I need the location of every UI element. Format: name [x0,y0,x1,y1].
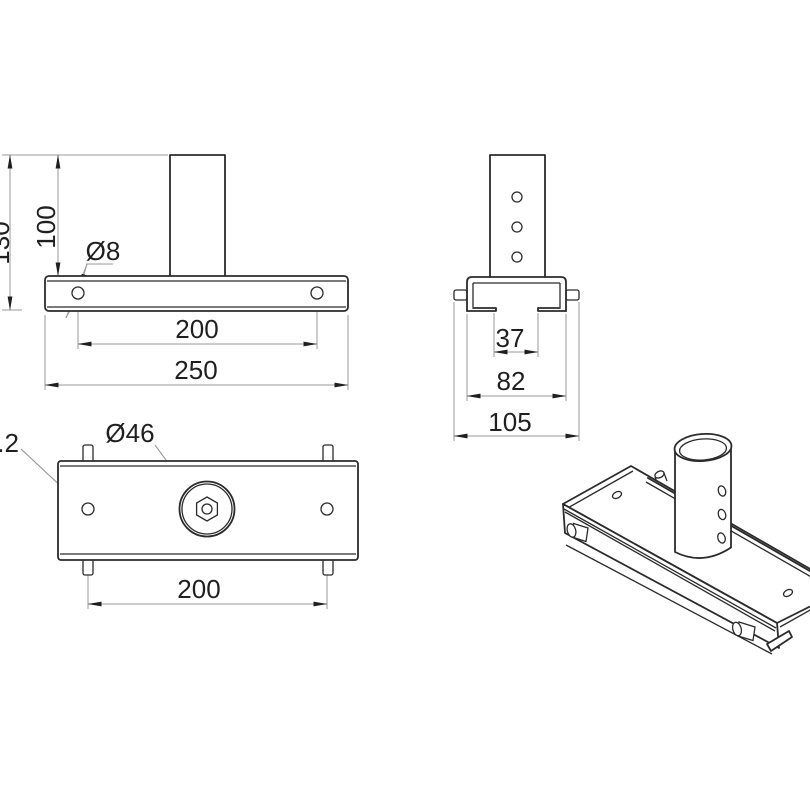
dim-text-hole-spacing: 200 [175,314,218,344]
iso-tube-hole-3 [717,532,726,544]
iso-pin-right [731,621,756,642]
plan-hole-left [81,502,95,516]
dim-text-lip-gap: 37 [496,323,525,353]
plan-view: Ø8.2 Ø46 200 [0,418,359,609]
iso-tube-body [674,446,732,559]
dim-text-channel-width: 82 [497,366,526,396]
dim-text-overall-width: 105 [488,407,531,437]
plan-hole-right [320,502,334,516]
iso-pin-left [566,522,589,543]
iso-tube-inner-rim [678,438,728,461]
dim-text-tube-height: 100 [31,205,61,248]
plan-pin-bottom-left [82,558,94,576]
side-tube-hole-1 [511,191,523,203]
side-channel-lip-right [537,307,567,312]
iso-tube-hole-1 [717,485,727,497]
side-tube-hole-2 [511,221,523,233]
front-tube-outline [169,154,226,277]
side-tube-hole-3 [511,251,523,263]
plan-pin-top-right [322,444,334,463]
plan-pin-bottom-right [322,558,334,576]
front-hole-left [71,286,85,300]
plan-boss-outer [178,480,236,538]
iso-right-end-lip [766,630,793,652]
dim-text-hole-dia: Ø8.2 [0,428,19,458]
iso-plate-hole-right [782,588,794,598]
dim-text-overall-length: 250 [174,355,217,385]
iso-right-end-sheet-edge [779,609,810,628]
side-channel-lip-left [466,307,497,312]
side-view: 37 82 105 [453,154,580,441]
plan-pin-top-left [82,444,94,463]
front-plate-outline [44,275,349,312]
plan-boss-inner [181,483,233,535]
dim-text-hole-dia: Ø8 [86,236,121,266]
iso-left-end-sheet-edge [565,470,634,510]
isometric-view [562,432,810,655]
iso-web-bend-line-1 [563,508,777,629]
dim-text-boss-dia: Ø46 [105,418,154,448]
iso-tube-hole-2 [717,508,727,521]
plan-center-hole [201,503,213,515]
front-view: 130 100 Ø8 200 250 [0,154,349,390]
front-hole-right [310,286,324,300]
plan-nut-hexagon [195,496,219,522]
dim-text-total-height: 130 [0,221,15,264]
iso-plate-hole-left [611,490,623,500]
iso-web-bend-line-2 [564,511,776,632]
side-tube-outline [489,154,546,278]
iso-near-web [562,503,780,649]
side-pin-right [565,289,580,301]
side-pin-left [453,289,468,301]
side-channel-outer [466,276,567,312]
dim-text-hole-spacing: 200 [177,574,220,604]
